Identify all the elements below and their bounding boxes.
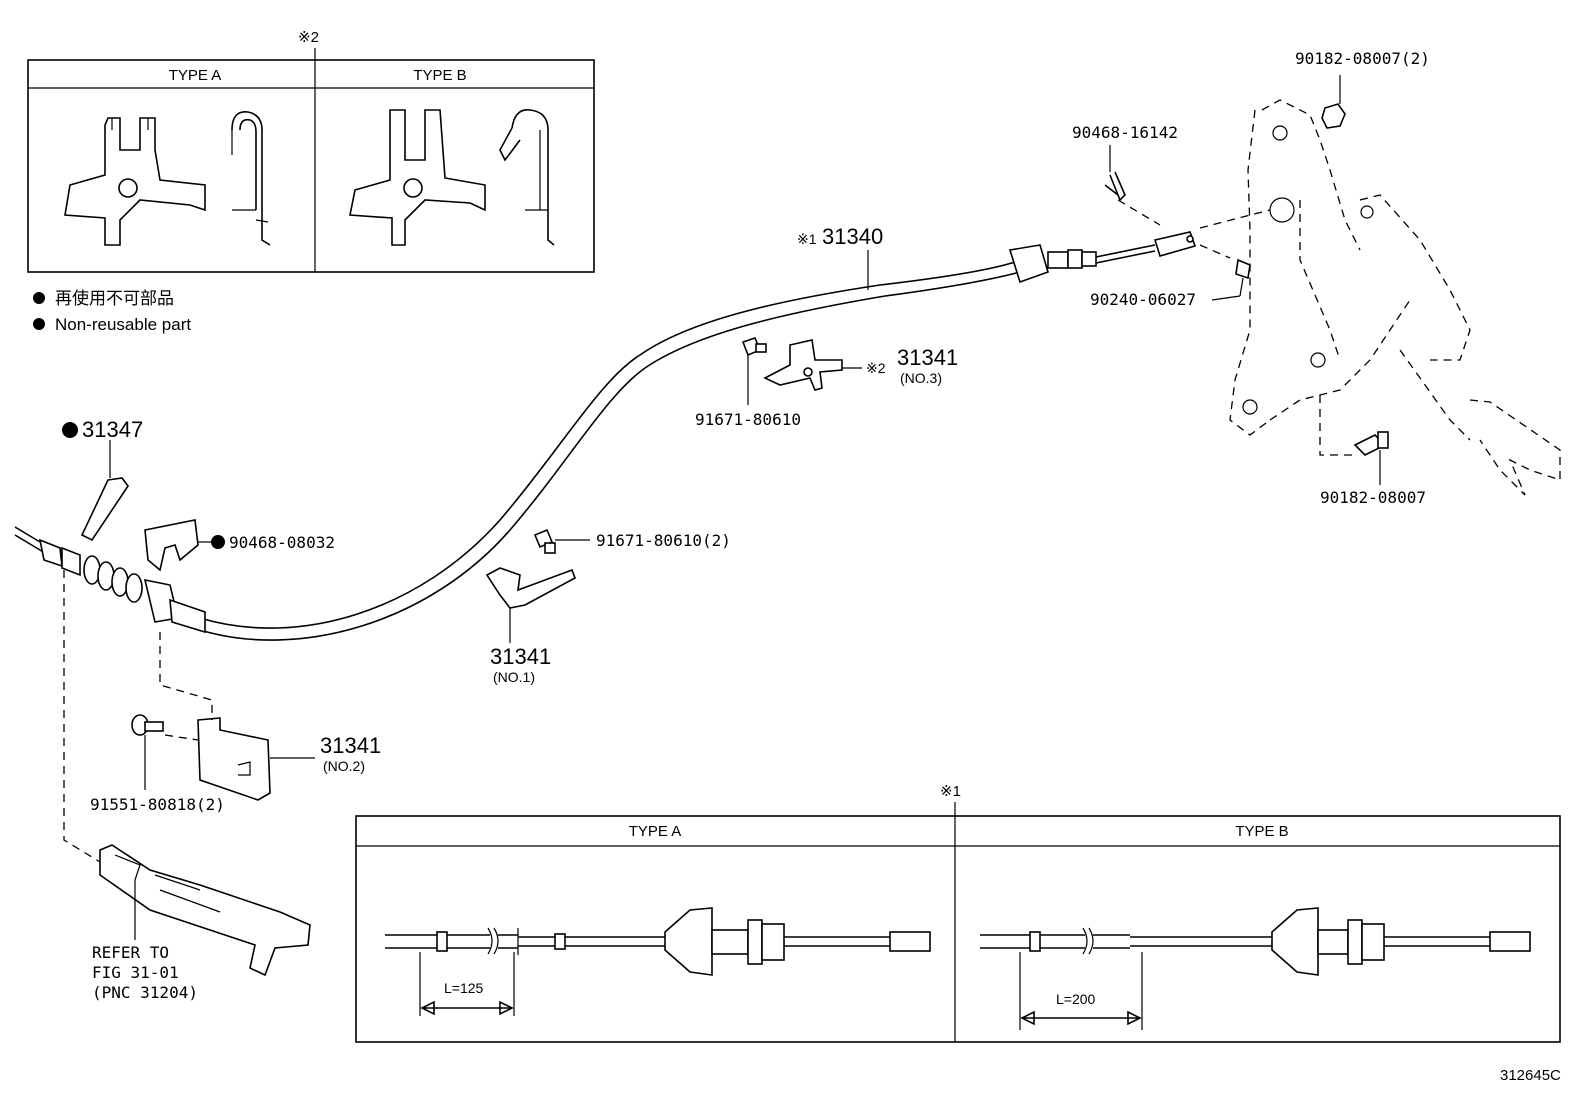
inset-bottom-marker: ※1	[940, 783, 961, 800]
label-31341-no2-sub: (NO.2)	[323, 758, 365, 774]
clip-side-type-a-icon	[231, 111, 271, 246]
bolt-90182-icon	[1353, 431, 1389, 485]
inset-top-type-b-label: TYPE B	[413, 67, 466, 84]
bracket-31341-no2-icon	[197, 717, 315, 801]
cable-type-b-icon	[980, 907, 1531, 1030]
label-91671-80610: 91671-80610	[695, 410, 801, 429]
dim-type-a: L=125	[444, 980, 484, 996]
bracket-31341-no3-icon	[763, 339, 862, 391]
inset-type-comparison-top: ※2 TYPE A TYPE B	[27, 29, 595, 273]
label-31340: 31340	[822, 224, 883, 249]
bolt-91551-icon	[131, 714, 164, 790]
label-31341-no2: 31341	[320, 733, 381, 758]
clutch-release-cable	[14, 231, 1197, 641]
label-31341-no3-sub: (NO.3)	[900, 370, 942, 386]
marker-31341-no3: ※2	[866, 360, 886, 376]
marker-31340: ※1	[797, 231, 817, 247]
bolt-91671-icon	[741, 337, 767, 405]
bracket-type-b-icon	[349, 109, 486, 246]
legend: 再使用不可部品 Non-reusable part	[33, 288, 191, 334]
legend-japanese: 再使用不可部品	[55, 288, 174, 308]
label-31347: 31347	[82, 417, 143, 442]
bracket-type-a-icon	[64, 117, 206, 246]
bullet-icon	[33, 318, 45, 330]
inset-top-type-a-label: TYPE A	[169, 67, 222, 84]
label-91671-80610-2: 91671-80610(2)	[596, 531, 731, 550]
inset-bottom-type-a-label: TYPE A	[629, 823, 682, 840]
cotter-clip-icon	[1104, 145, 1126, 202]
clip-31347-icon	[80, 440, 129, 542]
callout-31340: ※1 31340	[797, 224, 883, 290]
non-reusable-90468-icon	[211, 535, 225, 549]
label-90468-16142: 90468-16142	[1072, 123, 1178, 142]
label-90240-06027: 90240-06027	[1090, 290, 1196, 309]
dim-type-b: L=200	[1056, 991, 1096, 1007]
inset-type-comparison-bottom: ※1 TYPE A TYPE B	[355, 783, 1561, 1043]
release-fork-icon	[99, 844, 311, 977]
label-91551-80818-2: 91551-80818(2)	[90, 795, 225, 814]
refer-line-2: FIG 31-01	[92, 963, 179, 982]
nut-90182-icon	[1321, 75, 1346, 129]
clutch-pedal-assembly	[1117, 99, 1561, 496]
legend-english: Non-reusable part	[55, 315, 191, 334]
clip-90468-08032-icon	[144, 519, 212, 572]
refer-line-3: (PNC 31204)	[92, 983, 198, 1002]
label-90182-08007-2: 90182-08007(2)	[1295, 49, 1430, 68]
inset-top-marker: ※2	[298, 29, 319, 46]
label-90468-08032: 90468-08032	[229, 533, 335, 552]
bolt-91671-2-icon	[533, 528, 590, 554]
label-31341-no1: 31341	[490, 644, 551, 669]
label-31341-no3: 31341	[897, 345, 958, 370]
clevis-pin-icon	[1211, 258, 1251, 301]
inset-bottom-type-b-label: TYPE B	[1235, 823, 1288, 840]
bracket-31341-no1-icon	[485, 567, 576, 643]
refer-line-1: REFER TO	[92, 943, 169, 962]
bullet-icon	[33, 292, 45, 304]
cable-type-a-icon	[385, 907, 931, 1016]
label-90182-08007: 90182-08007	[1320, 488, 1426, 507]
non-reusable-31347-icon	[62, 422, 78, 438]
refer-note: REFER TO FIG 31-01 (PNC 31204)	[92, 943, 198, 1002]
clip-side-type-b-icon	[499, 109, 555, 246]
label-31341-no1-sub: (NO.1)	[493, 669, 535, 685]
diagram-id: 312645C	[1500, 1067, 1561, 1084]
